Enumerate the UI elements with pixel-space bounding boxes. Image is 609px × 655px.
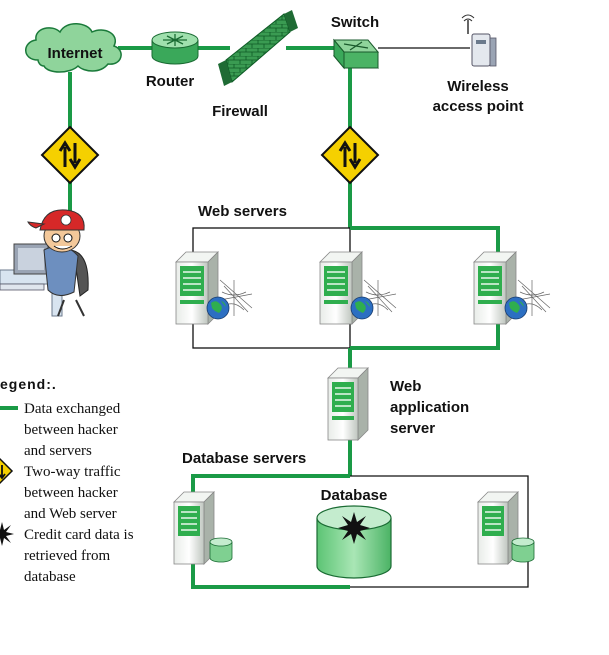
web-server-icon — [175, 251, 253, 325]
legend: egend:. Data exchanged between hacker an… — [0, 376, 134, 585]
internet-label: Internet — [47, 45, 102, 62]
legend-item3-line3: database — [24, 569, 76, 585]
legend-burst-icon — [0, 522, 14, 546]
web-app-label-line1: Web — [390, 378, 421, 395]
hacker-icon — [0, 209, 89, 317]
connection-lines — [68, 46, 529, 589]
legend-item2-line2: between hacker — [24, 485, 118, 501]
legend-item1-line3: and servers — [24, 443, 92, 459]
database-label: Database — [321, 487, 388, 504]
dbservers-box-black — [350, 475, 529, 588]
legend-item1-line2: between hacker — [24, 422, 118, 438]
web-app-label-line2: application — [390, 399, 469, 416]
web-app-label-line3: server — [390, 420, 435, 437]
wireless-access-point-icon — [461, 14, 497, 67]
legend-item3-line1: Credit card data is — [24, 527, 134, 543]
two-way-traffic-icon — [40, 125, 100, 185]
internet-cloud-icon — [25, 23, 122, 73]
two-way-traffic-icon — [320, 125, 380, 185]
legend-item3-line2: retrieved from — [24, 548, 111, 564]
switch-icon — [332, 38, 380, 70]
wireless-label-line1: Wireless — [447, 78, 509, 95]
legend-item1-line1: Data exchanged — [24, 401, 121, 417]
database-servers-label: Database servers — [182, 450, 306, 467]
credit-card-burst-icon — [338, 512, 370, 544]
web-application-server-icon — [327, 367, 369, 441]
firewall-label: Firewall — [212, 103, 268, 120]
switch-label: Switch — [331, 14, 379, 31]
wireless-label-line2: access point — [433, 98, 524, 115]
firewall-icon — [218, 10, 298, 86]
legend-title: egend:. — [0, 376, 57, 392]
legend-item2-line3: and Web server — [24, 506, 117, 522]
router-icon — [151, 31, 199, 65]
web-server-icon — [473, 251, 551, 325]
web-server-icon — [319, 251, 397, 325]
web-servers-label: Web servers — [198, 203, 287, 220]
database-server-icon — [477, 491, 535, 565]
legend-item2-line1: Two-way traffic — [24, 464, 121, 480]
database-server-icon — [173, 491, 233, 565]
legend-two-way-traffic-icon — [0, 457, 14, 485]
router-label: Router — [146, 73, 194, 90]
